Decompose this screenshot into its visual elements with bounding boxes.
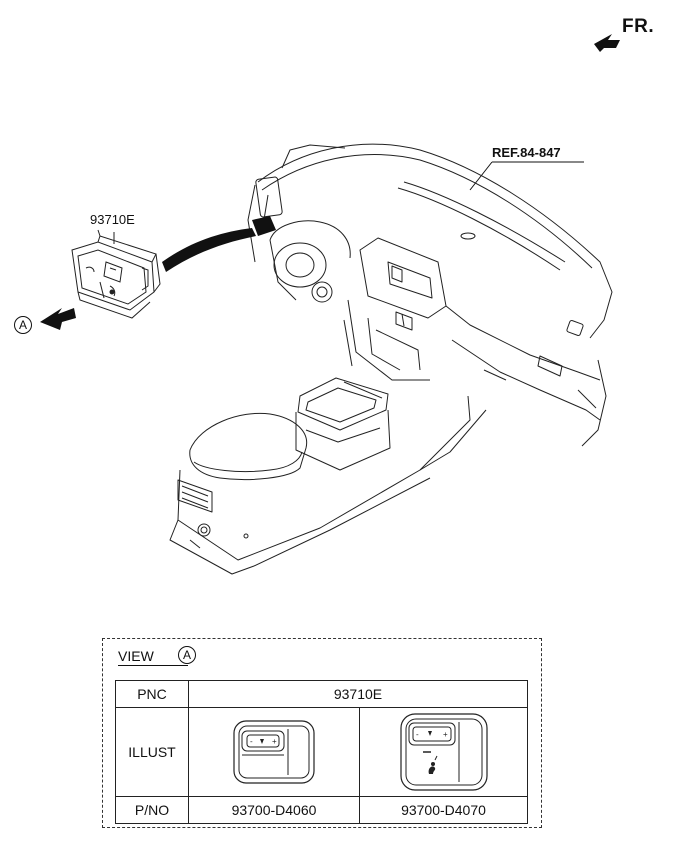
view-arrow-icon (40, 308, 76, 330)
switch-variant-1-icon: - + (233, 720, 315, 784)
dashboard-drawing (169, 143, 613, 575)
fr-arrow-icon (594, 34, 620, 52)
table-row-illust: ILLUST - + - + (115, 707, 528, 797)
view-title: VIEW (118, 648, 188, 666)
direction-label: FR. (622, 16, 655, 37)
ref-leader (469, 161, 584, 191)
part-callout[interactable]: 93710E (90, 212, 135, 227)
row-label-illust: ILLUST (115, 707, 189, 797)
part-number-1[interactable]: 93700-D4060 (188, 796, 360, 824)
switch-location-marker (162, 216, 276, 272)
svg-text:-: - (416, 730, 419, 739)
view-a-panel (102, 638, 542, 828)
switch-variant-2-icon: - + (399, 713, 488, 791)
switch-icon (71, 229, 161, 319)
view-marker: A (14, 316, 32, 334)
pnc-value[interactable]: 93710E (188, 680, 528, 708)
part-number-2[interactable]: 93700-D4070 (359, 796, 528, 824)
svg-text:+: + (443, 730, 448, 739)
row-label-pnc: PNC (115, 680, 189, 708)
table-row-pnc: PNC 93710E (115, 680, 528, 708)
view-title-text: VIEW (118, 648, 154, 664)
table-row-pno: P/NO 93700-D4060 93700-D4070 (115, 796, 528, 824)
svg-text:-: - (250, 737, 253, 746)
view-title-marker: A (178, 646, 196, 664)
reference-label[interactable]: REF.84-847 (492, 145, 561, 160)
spec-table: PNC 93710E ILLUST - + - (115, 680, 528, 824)
row-label-pno: P/NO (115, 796, 189, 824)
illust-d4060: - + (188, 707, 360, 797)
illust-d4070: - + (359, 707, 528, 797)
svg-text:+: + (272, 737, 277, 746)
